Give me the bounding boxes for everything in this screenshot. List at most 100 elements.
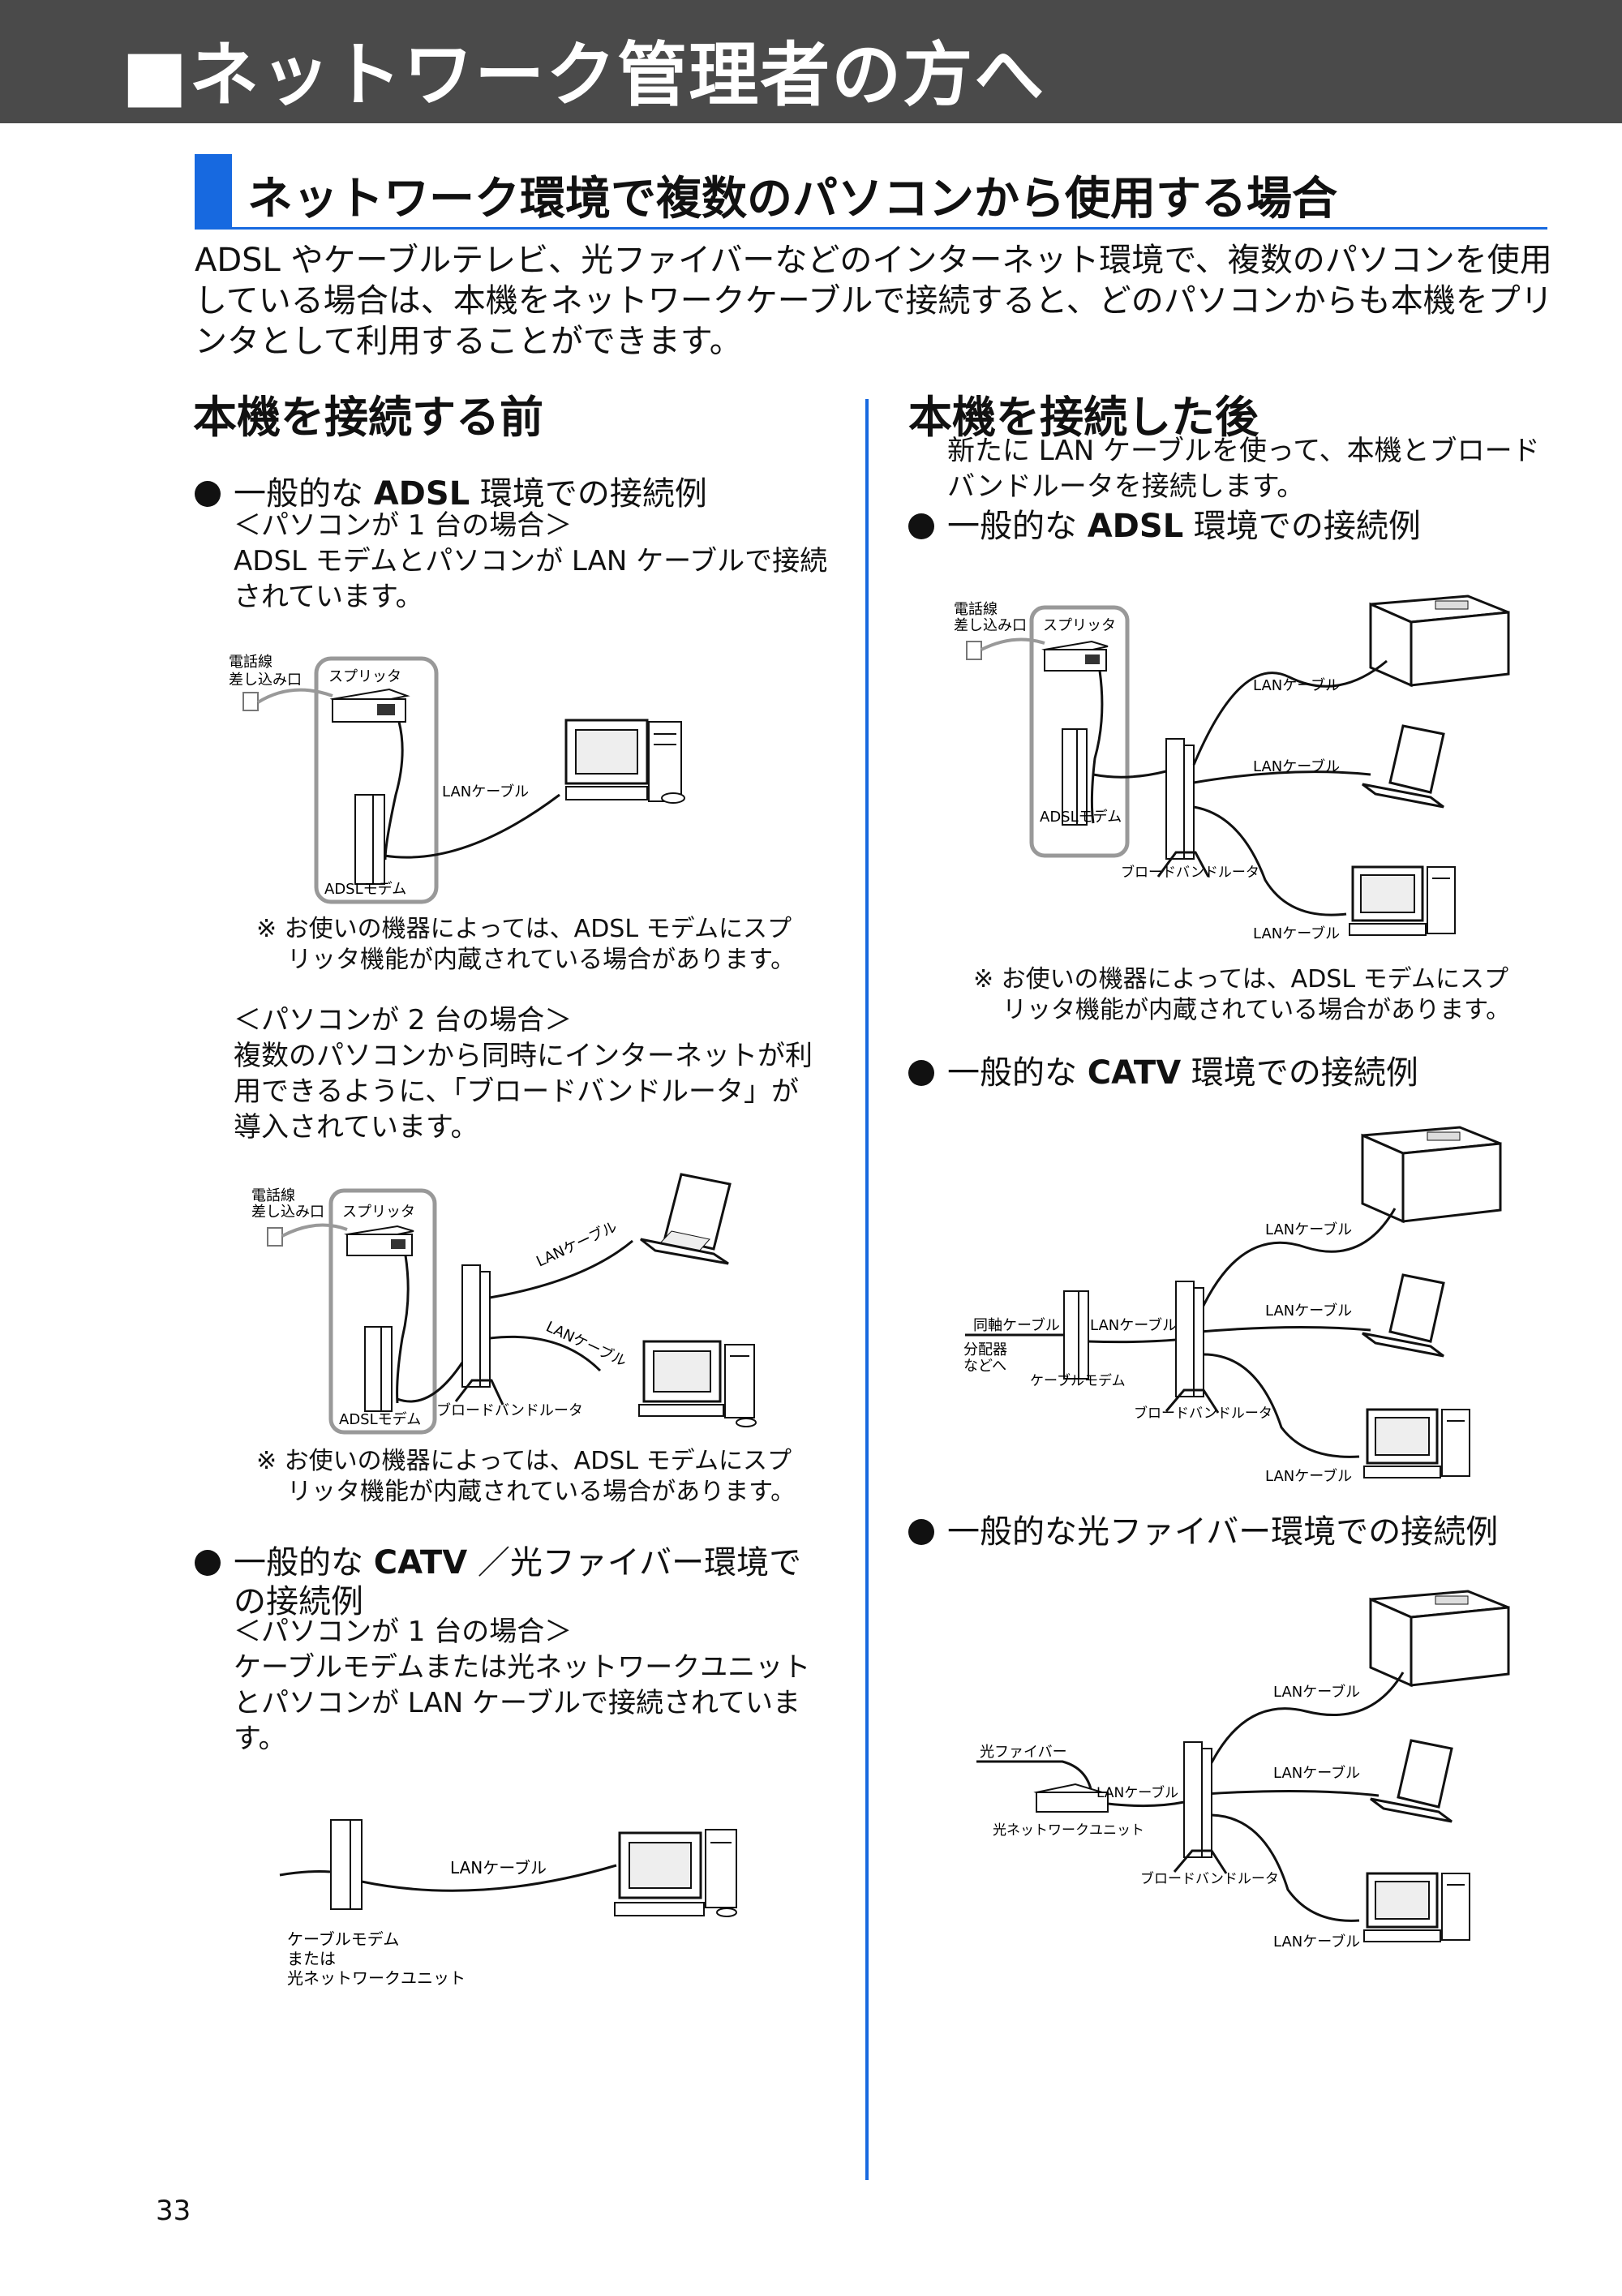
lan-cable-label: LANケーブル — [1265, 1221, 1352, 1238]
right-fiber-heading: 一般的な光ファイバー環境での接続例 — [908, 1505, 1498, 1552]
laptop-icon — [1362, 1273, 1445, 1358]
desktop-pc-icon — [1363, 1408, 1470, 1478]
right-column-subtitle: 新たに LAN ケーブルを使って、本機とブロードバンドルータを接続します。 — [947, 435, 1540, 503]
wall-jack-icon — [242, 692, 259, 711]
bullet-icon — [908, 1060, 934, 1086]
heading-text: 一般的な — [234, 475, 374, 513]
left-note-1b: リッタ機能が内蔵されている場合があります。 — [287, 946, 796, 974]
left-note-2b: リッタ機能が内蔵されている場合があります。 — [287, 1478, 796, 1506]
left-note-2a: ※ お使いの機器によっては、ADSL モデムにスプ — [256, 1447, 792, 1475]
splitter-to-modem-cable — [384, 721, 404, 860]
page-title: ■ネットワーク管理者の方へ — [122, 35, 1046, 116]
heading-text: 一般的な — [947, 1054, 1088, 1092]
modem-to-router-cable — [1088, 1338, 1177, 1344]
tel-line-label-2: 差し込み口 — [251, 1204, 324, 1221]
tel-line-label: 電話線 — [954, 601, 998, 618]
diagram-catv-single-pc: LANケーブル ケーブルモデム または 光ネットワークユニット — [279, 1819, 737, 1988]
bullet-icon — [195, 481, 221, 507]
coax-cable-label: 同軸ケーブル — [973, 1316, 1060, 1334]
cable-modem-icon — [1063, 1290, 1089, 1380]
section-accent-bar — [195, 154, 232, 227]
adsl-modem-label: ADSLモデム — [324, 881, 406, 898]
diagram-adsl-with-printer: 電話線 差し込み口 スプリッタ ADSLモデム ブロードバンドルータ LANケー… — [954, 594, 1510, 942]
heading-bold: CATV — [1087, 1054, 1182, 1092]
wall-jack-icon — [966, 641, 982, 660]
splitter-icon — [329, 688, 410, 723]
diagram-adsl-two-pcs: 電話線 差し込み口 スプリッタ ADSLモデム ブロードバンドルータ LANケー… — [251, 1173, 757, 1435]
wall-jack-icon — [267, 1227, 283, 1247]
column-divider — [865, 399, 869, 2180]
diagram-adsl-single-pc: 電話線 差し込み口 スプリッタ ADSLモデム LANケーブル — [229, 654, 685, 904]
left-catv-case-text: ケーブルモデムまたは光ネットワークユニットとパソコンが LAN ケーブルで接続さ… — [234, 1651, 811, 1755]
adsl-modem-icon — [354, 794, 385, 885]
right-column-title: 本機を接続した後 — [908, 392, 1259, 443]
phone-cable — [256, 688, 333, 704]
adsl-modem-label: ADSLモデム — [339, 1411, 421, 1428]
cable-modem-label-3: 光ネットワークユニット — [287, 1968, 466, 1988]
modem-group-frame — [328, 1188, 437, 1435]
tel-line-label: 電話線 — [251, 1187, 295, 1204]
heading-text: 環境での接続例 — [470, 475, 707, 513]
left-adsl-case2-text: 複数のパソコンから同時にインターネットが利用できるように、「ブロードバンドルータ… — [234, 1040, 813, 1144]
broadband-router-label: ブロードバンドルータ — [1134, 1405, 1272, 1422]
printer-icon — [1369, 594, 1510, 688]
diagram-catv-with-printer: LANケーブル LANケーブル 同軸ケーブル 分配器 などへ ケーブルモデム L… — [963, 1126, 1502, 1485]
laptop-icon — [1362, 724, 1445, 809]
lan-cable-line-printer — [1199, 1208, 1397, 1313]
broadband-router-icon — [1165, 1281, 1220, 1414]
bullet-icon — [195, 1550, 221, 1576]
broadband-router-label: ブロードバンドルータ — [436, 1401, 583, 1419]
printer-icon — [1369, 1590, 1510, 1688]
broadband-router-icon — [454, 1264, 504, 1405]
lan-cable-label: LANケーブル — [1273, 1764, 1360, 1782]
optical-fiber-line — [976, 1760, 1093, 1793]
right-catv-heading: 一般的な CATV 環境での接続例 — [908, 1046, 1418, 1093]
distributor-label-2: などへ — [963, 1358, 1006, 1375]
distributor-label: 分配器 — [963, 1341, 1007, 1358]
optical-unit-label: 光ネットワークユニット — [993, 1822, 1144, 1839]
phone-cable — [281, 1223, 348, 1238]
modem-group-frame — [314, 656, 439, 904]
broadband-router-icon — [1173, 1741, 1228, 1874]
lan-cable-line — [361, 1864, 617, 1892]
lan-cable-label: LANケーブル — [1096, 1784, 1178, 1801]
modem-to-router-cable — [397, 1362, 464, 1403]
heading-bold: ADSL — [1087, 508, 1184, 545]
heading-text: ／光ファイバー環境で — [467, 1544, 802, 1581]
left-catv-heading: 一般的な CATV ／光ファイバー環境で — [195, 1536, 801, 1583]
lan-cable-line-laptop — [1199, 1325, 1371, 1333]
broadband-router-label: ブロードバンドルータ — [1121, 864, 1259, 881]
heading-text: 環境での接続例 — [1183, 508, 1421, 545]
adsl-modem-icon — [364, 1326, 393, 1412]
desktop-pc-icon — [614, 1829, 737, 1917]
laptop-icon — [1370, 1739, 1453, 1823]
incoming-line — [279, 1870, 332, 1877]
lan-cable-label: LANケーブル — [450, 1858, 547, 1878]
unit-to-router-cable — [1107, 1800, 1185, 1808]
lan-cable-line-pc — [489, 1335, 602, 1372]
lan-cable-label: LANケーブル — [1265, 1467, 1352, 1485]
desktop-pc-icon — [1349, 865, 1456, 936]
adsl-modem-label: ADSLモデム — [1040, 809, 1122, 826]
heading-text: 環境での接続例 — [1181, 1054, 1418, 1092]
lan-cable-line-laptop — [1193, 770, 1371, 784]
heading-bold: CATV — [373, 1544, 468, 1581]
page-number: 33 — [156, 2195, 191, 2227]
adsl-modem-icon — [1062, 728, 1088, 826]
left-adsl-heading: 一般的な ADSL 環境での接続例 — [195, 467, 707, 514]
printer-icon — [1361, 1126, 1502, 1224]
splitter-label: スプリッタ — [342, 1204, 415, 1221]
splitter-to-modem-cable — [1090, 670, 1104, 824]
splitter-to-modem-cable — [396, 1255, 410, 1404]
right-note-b: リッタ機能が内蔵されている場合があります。 — [1002, 996, 1511, 1024]
left-adsl-case2-title: ＜パソコンが 2 台の場合＞ — [234, 1004, 573, 1036]
lan-cable-label: LANケーブル — [1273, 1933, 1360, 1951]
lan-cable-label: LANケーブル — [1253, 676, 1340, 694]
modem-group-frame — [1029, 605, 1130, 858]
heading-text: 一般的な — [234, 1544, 374, 1581]
heading-text: 一般的な光ファイバー環境での接続例 — [947, 1513, 1499, 1551]
desktop-pc-icon — [638, 1340, 757, 1427]
lan-cable-line-pc — [1211, 1813, 1360, 1922]
header-bar — [0, 0, 1622, 123]
laptop-icon — [640, 1173, 732, 1265]
